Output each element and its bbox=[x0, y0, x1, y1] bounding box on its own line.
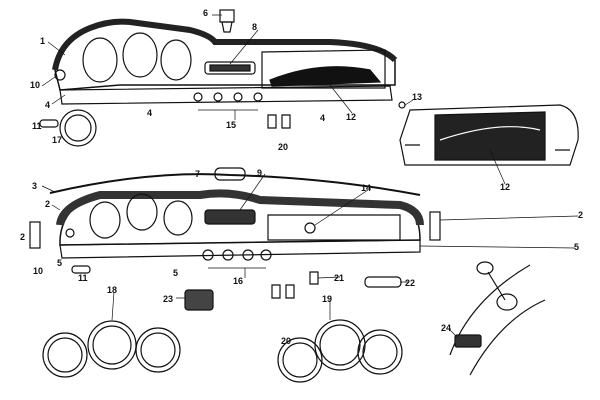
leader-lines bbox=[41, 14, 579, 339]
callout-17: 17 bbox=[52, 135, 63, 145]
callout-4c: 4 bbox=[320, 113, 326, 123]
callout-20b: 20 bbox=[281, 336, 292, 346]
callout-2b: 2 bbox=[20, 232, 26, 242]
callout-16: 16 bbox=[233, 276, 244, 286]
callout-2: 2 bbox=[45, 199, 51, 209]
callout-7: 7 bbox=[195, 169, 201, 179]
lower-dashboard bbox=[29, 167, 441, 311]
callout-12b: 12 bbox=[500, 182, 511, 192]
callout-1: 1 bbox=[40, 36, 46, 46]
callout-21: 21 bbox=[334, 273, 345, 283]
shift-lever bbox=[449, 261, 546, 376]
upper-dashboard bbox=[39, 9, 398, 147]
callout-5c: 5 bbox=[574, 242, 580, 252]
callout-10b: 10 bbox=[33, 266, 44, 276]
callout-9: 9 bbox=[257, 168, 263, 178]
callout-5: 5 bbox=[57, 258, 63, 268]
callout-20: 20 bbox=[278, 142, 289, 152]
callout-4: 4 bbox=[45, 100, 51, 110]
callout-5b: 5 bbox=[173, 268, 179, 278]
callout-15: 15 bbox=[226, 120, 237, 130]
callout-23: 23 bbox=[163, 294, 174, 304]
callout-6: 6 bbox=[203, 8, 209, 18]
callout-11: 11 bbox=[32, 121, 42, 131]
callout-8: 8 bbox=[252, 22, 258, 32]
callout-2c: 2 bbox=[578, 210, 584, 220]
gauge-clusters bbox=[42, 319, 403, 383]
callout-14: 14 bbox=[361, 183, 372, 193]
callout-3: 3 bbox=[32, 181, 38, 191]
callout-22: 22 bbox=[405, 278, 416, 288]
callout-13: 13 bbox=[412, 92, 423, 102]
callout-4b: 4 bbox=[147, 108, 153, 118]
callout-24: 24 bbox=[441, 323, 452, 333]
glovebox-assembly bbox=[398, 101, 579, 166]
callout-19: 19 bbox=[322, 294, 333, 304]
callout-12: 12 bbox=[346, 112, 357, 122]
callout-11b: 11 bbox=[78, 273, 88, 283]
callout-18: 18 bbox=[107, 285, 118, 295]
callout-10: 10 bbox=[30, 80, 41, 90]
